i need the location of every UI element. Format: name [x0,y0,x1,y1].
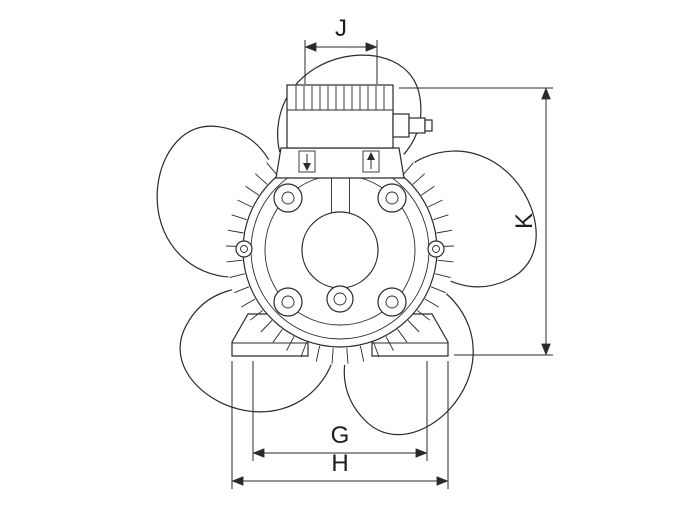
terminal-box [286,84,433,149]
flange-bolt-top-left [273,183,303,213]
terminal-channel [331,176,350,213]
terminal-plate-body [275,147,405,179]
drain-hole [333,292,347,306]
flange-bolt-top-left-hole [281,191,295,205]
dimension-j: J [304,15,378,84]
dimension-h-label: H [331,450,348,477]
shaft-bore [301,211,379,289]
dimension-j-label: J [335,15,347,42]
flange-bolt-bottom-right-hole [385,295,399,309]
terminal-plate [275,147,405,179]
flange-bolt-bottom-left [273,287,303,317]
flange-lug-right [427,240,445,258]
cable-gland-base [392,113,410,138]
flange-bolts [273,183,407,317]
flange-bolt-bottom-left-hole [281,295,295,309]
airflow-in-port [298,150,316,173]
drain-boss [326,285,354,313]
airflow-out-port [362,150,380,173]
flange-bolt-bottom-right [377,287,407,317]
terminal-box-body [286,84,394,149]
terminal-box-fins [295,86,385,110]
dimension-k-label: K [511,213,538,229]
terminal-channel-edges [331,176,350,213]
flange-lugs [235,240,445,258]
flange-lug-left [235,240,253,258]
flange-lug-left-hole [240,245,248,253]
dimension-g-label: G [331,422,350,449]
dimension-k: K [399,87,553,356]
airflow-up-arrow-head [367,152,375,160]
cable-gland-tip [424,119,433,132]
cable-gland-nut [408,117,426,134]
airflow-down-arrow-head [303,163,311,171]
flange-bolt-top-right [377,183,407,213]
flange-lug-right-hole [432,245,440,253]
dimension-h: H [231,361,449,489]
flange-bolt-top-right-hole [385,191,399,205]
dimension-g: G [252,361,428,461]
